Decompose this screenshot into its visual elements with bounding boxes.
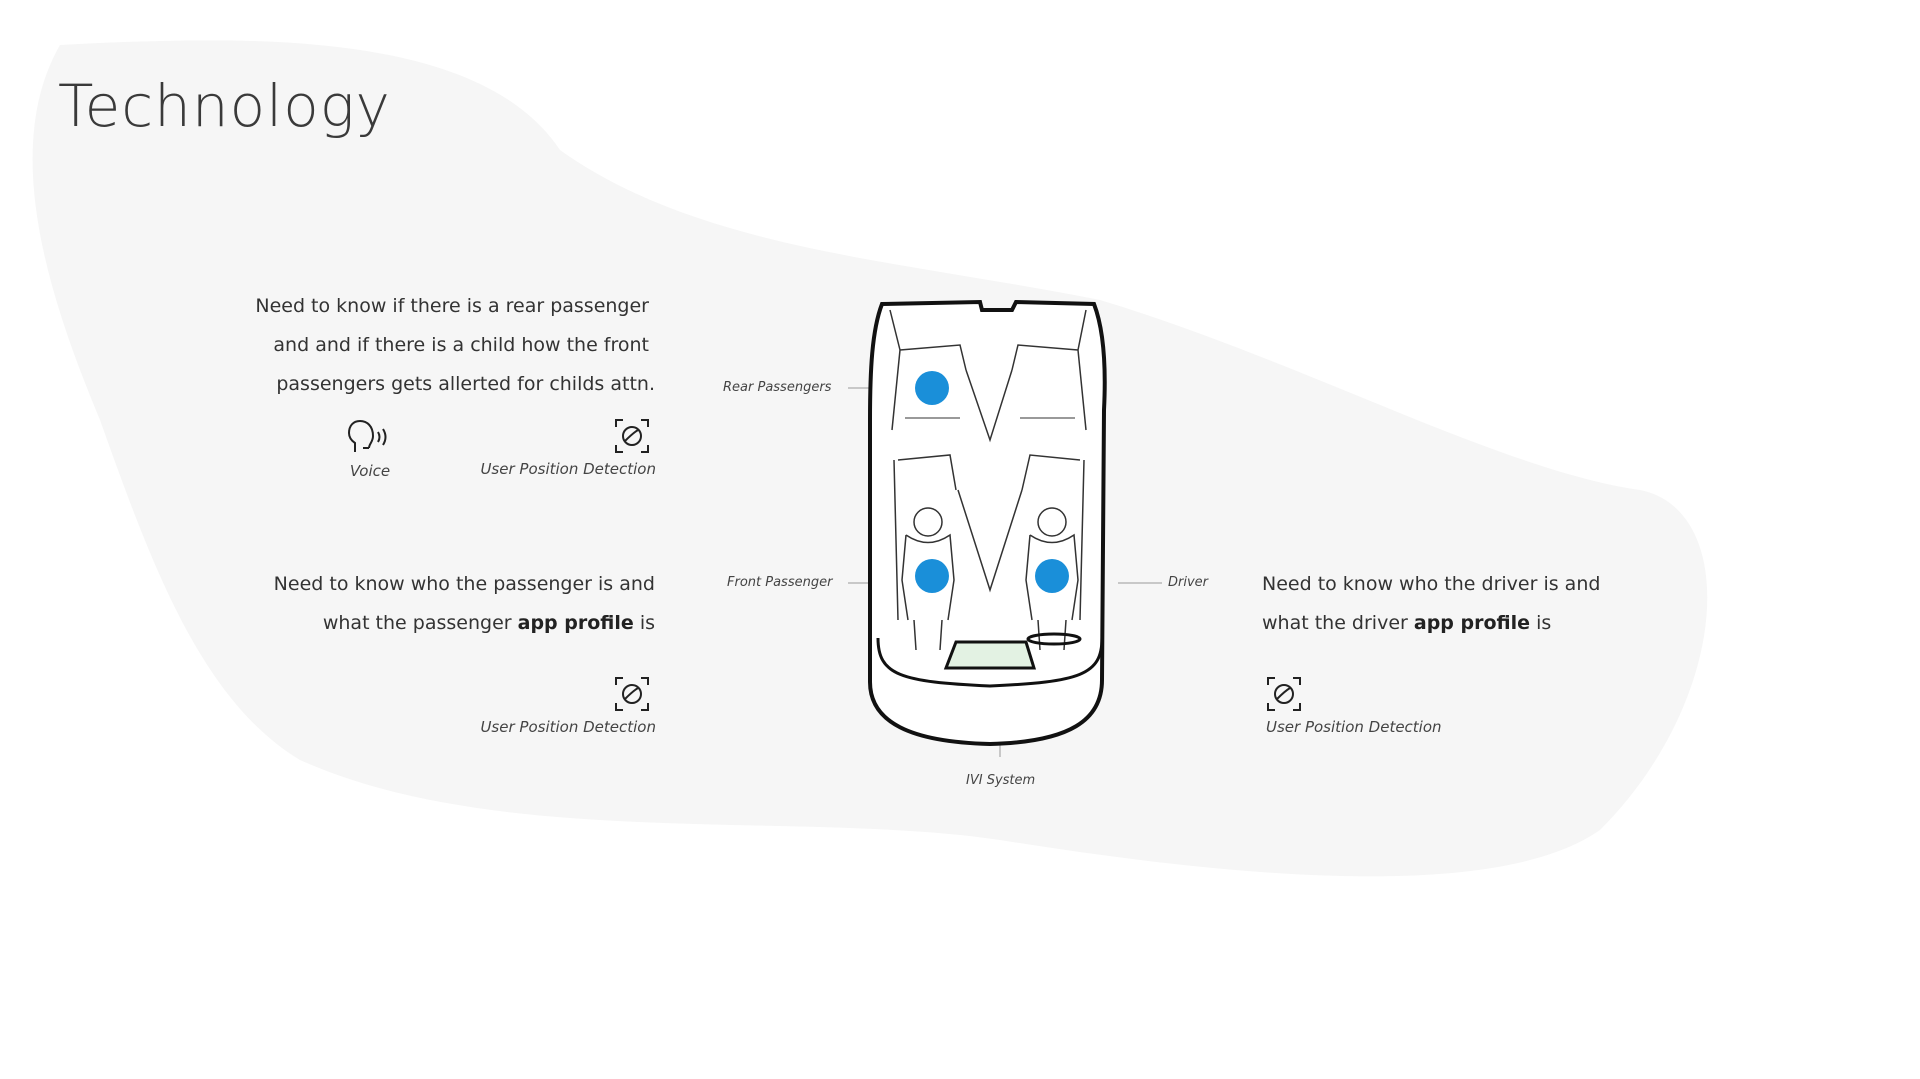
steering-wheel — [1026, 632, 1082, 646]
rear-passengers-label: Rear Passengers — [723, 380, 832, 395]
driver-position-detection-feature: User Position Detection — [1266, 676, 1466, 736]
rear-position-detection-feature: User Position Detection — [462, 418, 662, 478]
user-position-detection-icon — [615, 677, 649, 711]
front-passenger-label: Front Passenger — [727, 575, 833, 590]
page-title: Technology — [58, 72, 391, 140]
ivi-system-label: IVI System — [966, 773, 1036, 788]
front-seat-right — [1021, 454, 1085, 621]
passenger-description-line: Need to know who the passenger is and — [273, 573, 655, 595]
passenger-text-suffix: is — [633, 612, 655, 634]
rear-description-line: Need to know if there is a rear passenge… — [255, 295, 649, 317]
car-top-view-diagram — [868, 299, 1107, 747]
user-position-detection-label: User Position Detection — [1266, 718, 1442, 736]
rear-seat-right — [1011, 309, 1087, 431]
passenger-description-line: what the passenger app profile is — [230, 604, 655, 643]
front-passenger-figure — [901, 507, 955, 651]
front-seat-left — [893, 454, 1023, 621]
dashboard-outline — [876, 637, 1104, 688]
driver-description-line: what the driver app profile is — [1262, 604, 1682, 643]
rear-passenger-marker — [915, 371, 949, 405]
rear-voice-feature: Voice — [320, 418, 420, 480]
user-position-detection-icon — [1267, 677, 1301, 711]
user-position-detection-label: User Position Detection — [480, 718, 656, 736]
driver-text-prefix: what the driver — [1262, 612, 1414, 634]
passenger-text-prefix: what the passenger — [322, 612, 518, 634]
rear-description-line: and and if there is a child how the fron… — [273, 334, 649, 356]
user-position-detection-label: User Position Detection — [480, 460, 656, 478]
driver-marker — [1035, 559, 1069, 593]
driver-description-line: Need to know who the driver is and — [1262, 573, 1601, 595]
rear-passenger-description: Need to know if there is a rear passenge… — [230, 287, 655, 404]
driver-description: Need to know who the driver is and what … — [1262, 565, 1682, 643]
rear-seat-divider — [965, 369, 1013, 443]
voice-label: Voice — [349, 462, 391, 480]
rear-seat-left — [889, 309, 967, 431]
user-position-detection-icon — [615, 419, 649, 453]
driver-label: Driver — [1168, 575, 1209, 590]
front-passenger-description: Need to know who the passenger is and wh… — [230, 565, 655, 643]
passenger-position-detection-feature: User Position Detection — [462, 676, 662, 736]
driver-app-profile-emphasis: app profile — [1413, 612, 1531, 634]
rear-description-line: passengers gets allerted for childs attn… — [276, 373, 655, 395]
front-passenger-marker — [915, 559, 949, 593]
ivi-screen — [943, 640, 1037, 670]
passenger-app-profile-emphasis: app profile — [517, 612, 634, 634]
driver-text-suffix: is — [1530, 612, 1552, 634]
voice-icon — [347, 419, 387, 452]
